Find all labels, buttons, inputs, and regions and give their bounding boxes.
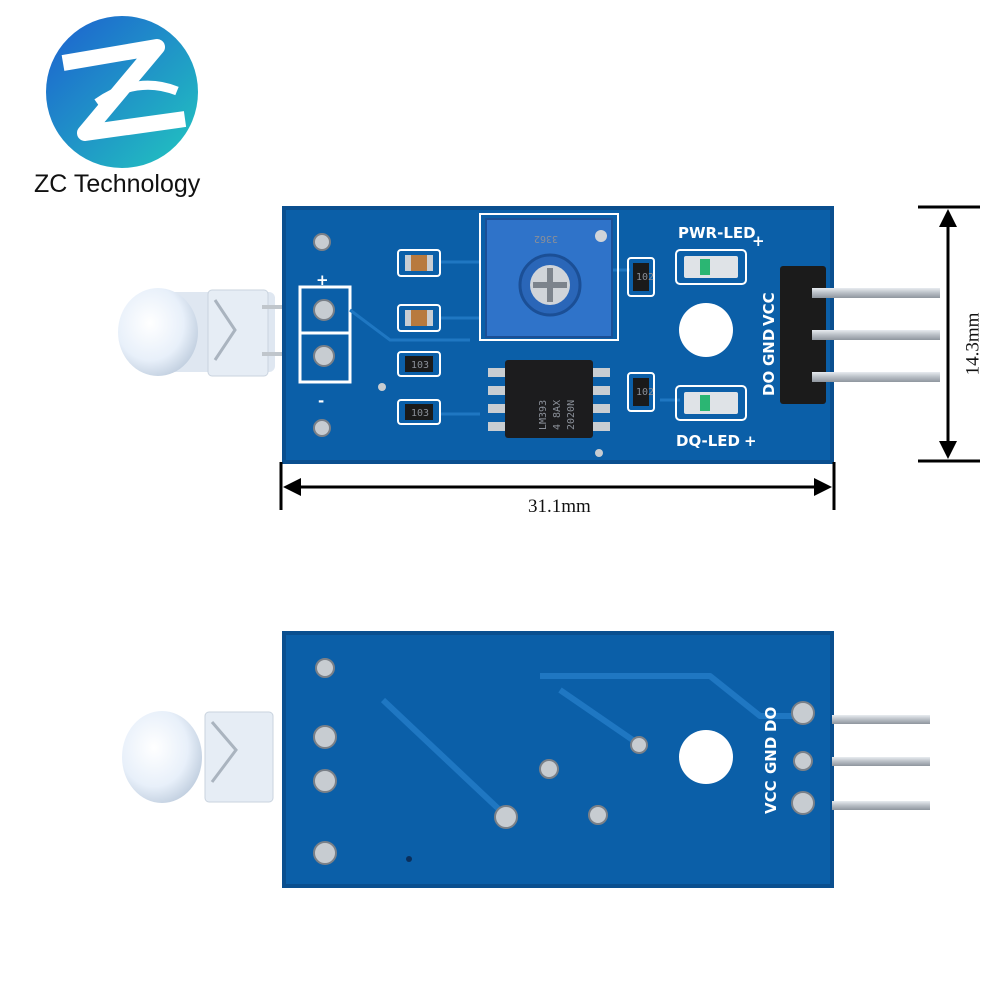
via: [313, 419, 331, 437]
chip-marking-2: 4 8AX: [552, 400, 563, 430]
via: [313, 233, 331, 251]
solder-pads-back: [313, 658, 815, 865]
height-label: 14.3mm: [962, 312, 984, 376]
smd-capacitor-1: [397, 249, 441, 277]
pin-do: [812, 372, 940, 382]
pin-header-front: [780, 266, 826, 404]
trimmer-potentiometer: 3362: [479, 213, 619, 341]
width-label: 31.1mm: [528, 496, 591, 517]
back-pin-2: [832, 757, 930, 766]
resistor-code: 103: [411, 360, 429, 371]
pin-label-vcc: VCC: [760, 292, 778, 326]
chip-marking-1: LM393: [538, 400, 549, 430]
comparator-chip: LM393 4 8AX 2020N: [488, 360, 610, 438]
traces-back: [380, 673, 800, 818]
brand-name: ZC Technology: [34, 170, 201, 198]
pin-label-do: DO: [760, 371, 778, 396]
resistor-102-1: 102: [627, 257, 655, 297]
height-dimension: [918, 205, 980, 463]
front-board: + - 103 103: [118, 206, 940, 464]
pin-gnd: [812, 330, 940, 340]
pwr-led-label: PWR-LED: [678, 224, 756, 242]
pot-code: 3362: [534, 233, 558, 244]
dq-led-plus: +: [744, 432, 757, 450]
chip-marking-3: 2020N: [566, 400, 577, 430]
mounting-hole: [679, 303, 733, 357]
resistor-103-1: 103: [397, 351, 441, 377]
back-board: VCC GND DO: [122, 631, 930, 888]
pwr-led-indicator: [675, 249, 747, 285]
pcb-back: [282, 631, 834, 888]
width-dimension: [279, 462, 836, 510]
resistor-code: 102: [636, 387, 654, 398]
back-pin-3: [832, 801, 930, 810]
plus-label: +: [316, 271, 329, 289]
brand-logo: [46, 16, 198, 168]
pin-label-gnd: GND: [760, 329, 778, 366]
smd-capacitor-2: [397, 304, 441, 332]
mounting-hole-back: [679, 730, 733, 784]
back-pin-1: [832, 715, 930, 724]
back-pin-label-do: DO: [762, 707, 780, 732]
resistor-code: 103: [411, 408, 429, 419]
back-pin-label-gnd: GND: [762, 737, 780, 774]
ir-led-front: [118, 288, 302, 377]
pwr-led-plus: +: [752, 232, 765, 250]
pin-vcc: [812, 288, 940, 298]
resistor-103-2: 103: [397, 399, 441, 425]
back-pin-label-vcc: VCC: [762, 780, 780, 814]
minus-label: -: [318, 392, 324, 410]
resistor-code: 102: [636, 272, 654, 283]
dq-led-indicator: [675, 385, 747, 421]
resistor-102-2: 102: [627, 372, 655, 412]
ir-led-back: [122, 711, 274, 803]
dq-led-label: DQ-LED: [676, 432, 740, 450]
